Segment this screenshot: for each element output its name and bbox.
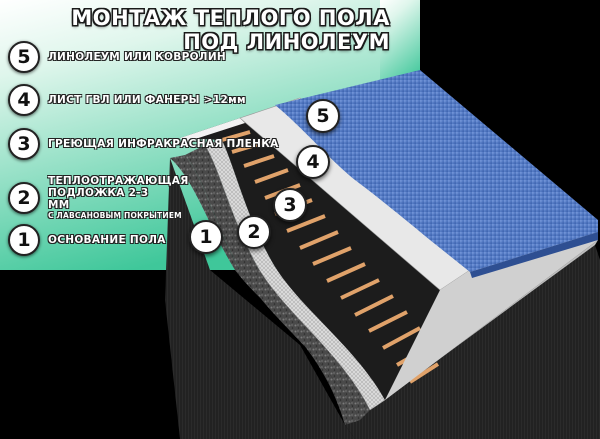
legend-item-5: 5 ЛИНОЛЕУМ ИЛИ КОВРОЛИН: [8, 41, 226, 73]
linoleum-layer: [275, 70, 598, 272]
plywood-edge: [385, 232, 598, 400]
legend-label: ОСНОВАНИЕ ПОЛА: [48, 234, 166, 246]
legend-item-3: 3 ГРЕЮЩАЯ ИНФРАКРАСНАЯ ПЛЕНКА: [8, 128, 279, 160]
legend-badge: 5: [8, 41, 40, 73]
base-top-large: [185, 145, 370, 420]
legend-sublabel: С ЛАВСАНОВЫМ ПОКРЫТИЕМ: [48, 211, 182, 220]
legend-item-4: 4 ЛИСТ ГВЛ ИЛИ ФАНЕРЫ >12мм: [8, 84, 246, 116]
film-white-edge: [180, 118, 245, 142]
legend-label: ЛИНОЛЕУМ ИЛИ КОВРОЛИН: [48, 51, 226, 63]
legend-label: ЛИСТ ГВЛ ИЛИ ФАНЕРЫ >12мм: [48, 94, 246, 106]
base-front-wall: [345, 245, 600, 439]
legend-label: ТЕПЛООТРАЖАЮЩАЯ ПОДЛОЖКА 2-3 ММ С ЛАВСАН…: [48, 175, 189, 220]
legend-badge: 4: [8, 84, 40, 116]
diagram-badge-5: 5: [306, 99, 340, 133]
diagram-badge-2: 2: [237, 215, 271, 249]
diagram-badge-4: 4: [296, 145, 330, 179]
title-line-2: ПОД ЛИНОЛЕУМ: [183, 30, 390, 54]
legend-label: ГРЕЮЩАЯ ИНФРАКРАСНАЯ ПЛЕНКА: [48, 138, 279, 150]
legend-badge: 2: [8, 182, 40, 214]
legend-badge: 1: [8, 224, 40, 256]
legend-item-1: 1 ОСНОВАНИЕ ПОЛА: [8, 224, 166, 256]
base-side-wall: [165, 158, 355, 439]
legend-badge: 3: [8, 128, 40, 160]
diagram-badge-3: 3: [273, 188, 307, 222]
base-top: [170, 155, 360, 425]
linoleum-front: [470, 232, 598, 278]
diagram-badge-1: 1: [189, 220, 223, 254]
legend-item-2: 2 ТЕПЛООТРАЖАЮЩАЯ ПОДЛОЖКА 2-3 ММ С ЛАВС…: [8, 175, 189, 221]
title-line-1: МОНТАЖ ТЕПЛОГО ПОЛА: [71, 6, 390, 30]
